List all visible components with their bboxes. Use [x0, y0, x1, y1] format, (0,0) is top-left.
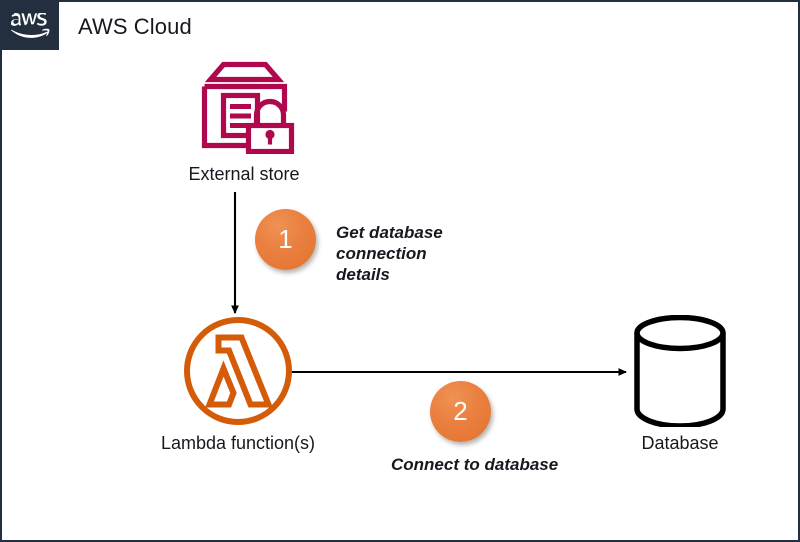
node-label-lambda: Lambda function(s): [160, 433, 316, 453]
step-caption-2: Connect to database: [391, 455, 559, 474]
aws-logo-badge: [2, 2, 59, 50]
aws-logo-icon: [10, 13, 51, 39]
step-badge-2: 2: [430, 381, 491, 442]
cloud-boundary-title: AWS Cloud: [78, 14, 192, 39]
aws-lambda-icon: [182, 315, 294, 427]
step-badge-1: 1: [255, 209, 316, 270]
secrets-manager-icon: [192, 59, 297, 154]
node-label-database: Database: [641, 433, 719, 453]
node-label-external-store: External store: [188, 164, 300, 184]
database-cylinder-icon: [632, 315, 728, 427]
step-caption-1: Get database connection details: [336, 223, 443, 284]
